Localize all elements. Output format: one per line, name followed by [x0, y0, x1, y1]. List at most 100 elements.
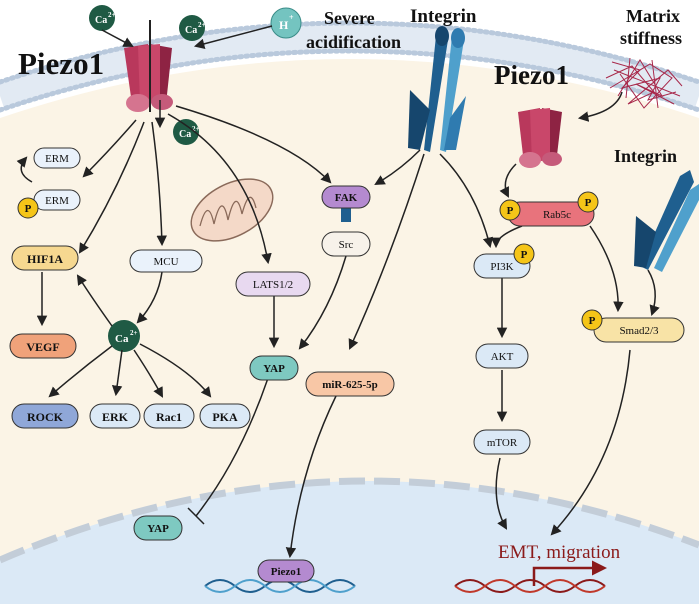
arrow-ca-to-rac1: [133, 349, 164, 398]
phospho-pi3k: P: [513, 243, 535, 265]
arrow-ca-to-piezo: [101, 29, 134, 47]
calcium-ion-center: Ca 2+: [108, 320, 140, 352]
calcium-ion-center-label: Ca: [115, 333, 129, 345]
stiffness-label: stiffness: [620, 28, 682, 48]
arrow-integrin-to-mir: [348, 153, 425, 350]
arrow-ca-to-erk: [111, 349, 123, 397]
inhibit-yap-nuclear: [195, 377, 269, 517]
node-lats: LATS1/2: [235, 271, 311, 297]
arrow-rab5c-to-pi3k: [490, 225, 523, 249]
arrow-rab5c-to-smad: [589, 225, 624, 313]
acidification-label: acidification: [306, 32, 401, 52]
node-rac1-label: Rac1: [156, 410, 182, 424]
signaling-arrows: [16, 25, 660, 559]
arrow-h-to-piezo: [193, 25, 273, 49]
calcium-ion-3-charge: 2+: [192, 125, 200, 133]
phospho-erm-label: P: [25, 203, 32, 215]
arrow-piezo-to-hif1a: [78, 121, 145, 254]
node-smad-label: Smad2/3: [619, 325, 659, 337]
piezo1-channel-left-icon: [124, 20, 173, 112]
node-src-label: Src: [339, 239, 354, 251]
dna-strand-right-icon: [454, 579, 606, 593]
integrin-right-title: Integrin: [614, 146, 677, 166]
arrow-piezo-to-lats: [167, 113, 272, 265]
node-akt-label: AKT: [491, 351, 514, 363]
integrin-top-icon: [408, 26, 466, 152]
node-rac1: Rac1: [143, 403, 195, 429]
arrow-piezo-to-erm: [82, 119, 137, 178]
node-rock-label: ROCK: [27, 410, 64, 424]
node-erm-bottom-label: ERM: [45, 195, 69, 207]
matrix-fiber-icon: [605, 57, 683, 109]
cytoplasm: [0, 59, 699, 604]
phospho-rab5c-right: P: [577, 191, 599, 213]
node-vegf: VEGF: [9, 333, 77, 359]
node-src: Src: [321, 231, 371, 257]
node-yap-cytoplasm-label: YAP: [263, 363, 285, 375]
proton-ion-charge: +: [289, 13, 294, 22]
phospho-smad-label: P: [589, 315, 596, 327]
arrow-integrin-to-smad: [647, 269, 660, 316]
membrane-core: [0, 22, 699, 111]
matrix-label: Matrix: [626, 6, 680, 26]
node-mtor: mTOR: [473, 429, 531, 455]
membrane-outer-heads: [0, 20, 699, 85]
proton-ion-label: H: [279, 18, 289, 32]
node-hif1a: HIF1A: [11, 245, 79, 271]
proton-ion: H +: [270, 7, 302, 39]
node-rab5c-label: Rab5c: [543, 209, 571, 221]
node-erm-bottom: ERM: [33, 189, 81, 211]
node-mir-625-5p: miR-625-5p: [305, 371, 395, 397]
node-fak: FAK: [321, 185, 371, 209]
node-pka-label: PKA: [212, 410, 238, 424]
node-piezo-gene-label: Piezo1: [271, 566, 302, 578]
phospho-pi3k-label: P: [521, 249, 528, 261]
fak-src-linker: [341, 204, 351, 222]
arrow-integrin-to-pi3k: [439, 153, 494, 249]
piezo1-right-title: Piezo1: [494, 60, 569, 90]
node-erm-top-label: ERM: [45, 153, 69, 165]
node-erk: ERK: [89, 403, 141, 429]
phospho-rab5c-right-label: P: [585, 197, 592, 209]
node-akt: AKT: [475, 343, 529, 369]
arrow-ca-to-hif1a: [76, 274, 113, 327]
arrow-ca-to-rock: [48, 345, 113, 398]
arrow-mtor-to-emt: [495, 457, 508, 530]
phospho-smad: P: [581, 309, 603, 331]
node-erm-top: ERM: [33, 147, 81, 169]
calcium-ion-2: Ca 2+: [179, 15, 206, 41]
node-mtor-label: mTOR: [487, 437, 518, 449]
node-lats-label: LATS1/2: [253, 279, 293, 291]
inhibit-bar: [187, 507, 205, 525]
node-rock: ROCK: [11, 403, 79, 429]
calcium-ion-1-charge: 2+: [108, 11, 116, 19]
arrow-ca-to-pka: [139, 343, 212, 398]
transcription-start-arrow: [532, 560, 607, 586]
piezo1-channel-right-icon: [518, 108, 562, 168]
phospho-rab5c-left: P: [499, 199, 521, 221]
arrow-src-to-yap: [298, 255, 347, 350]
integrin-right-icon: [634, 170, 699, 272]
node-mcu: MCU: [129, 249, 203, 273]
calcium-ion-3-label: Ca: [179, 129, 191, 140]
calcium-ion-center-charge: 2+: [130, 329, 138, 337]
node-smad: Smad2/3: [593, 317, 685, 343]
node-yap-nucleus: YAP: [133, 515, 183, 541]
node-yap-nucleus-label: YAP: [147, 523, 169, 535]
calcium-ion-2-label: Ca: [185, 25, 197, 36]
node-mcu-label: MCU: [153, 256, 178, 268]
arrow-mir-to-piezo-gene: [285, 395, 337, 559]
nucleus: [0, 481, 699, 604]
arrow-smad-to-emt: [550, 349, 631, 536]
nuclear-envelope: [0, 477, 699, 564]
mitochondrion-icon: [190, 178, 274, 242]
arrow-integrin-to-fak: [374, 149, 421, 186]
calcium-ion-3: Ca 2+: [173, 119, 200, 145]
node-rab5c: Rab5c: [507, 201, 595, 227]
arrow-matrix-to-piezo: [577, 91, 623, 122]
arrow-erm-phospho: [16, 156, 33, 183]
node-pka: PKA: [199, 403, 251, 429]
phospho-rab5c-left-label: P: [507, 205, 514, 217]
calcium-ion-1: Ca 2+: [89, 5, 116, 31]
